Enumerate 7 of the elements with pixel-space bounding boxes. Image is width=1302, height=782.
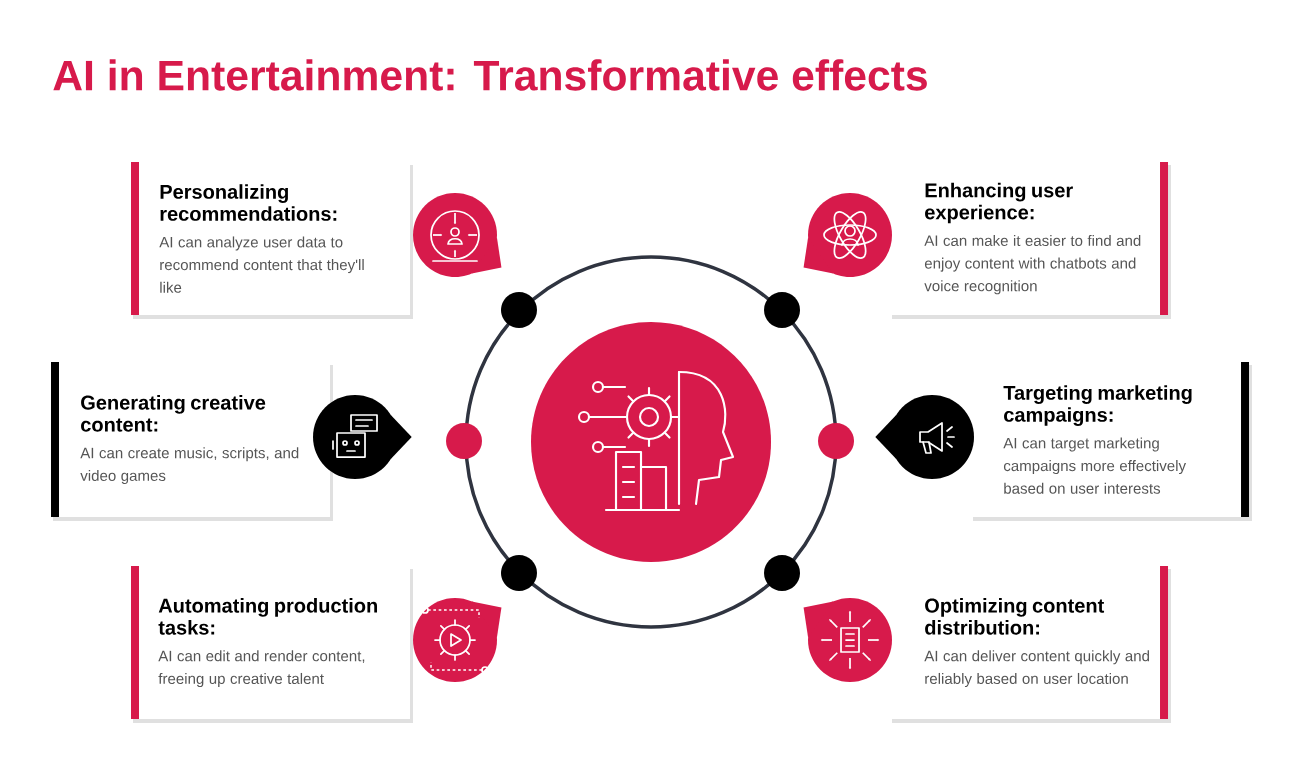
card: Personalizing recommendations: AI can analyze user data to recommend content that they'll like xyxy=(131,162,413,319)
card: Enhancing user experience: AI can make it easier to find and enjoy content with chatbots and voice recognition xyxy=(890,162,1171,319)
title: AI in Entertainment: Transformative effects xyxy=(53,59,927,91)
card: Optimizing content distribution: AI can deliver content quickly and reliably based on user location xyxy=(890,566,1171,723)
card: Generating creative content: AI can create music, scripts, and video games xyxy=(51,362,333,521)
card: Targeting marketing campaigns: AI can target marketing campaigns more effectively based on user interests xyxy=(971,362,1252,521)
card: Automating production tasks: AI can edit and render content, freeing up creative talent xyxy=(131,566,413,723)
